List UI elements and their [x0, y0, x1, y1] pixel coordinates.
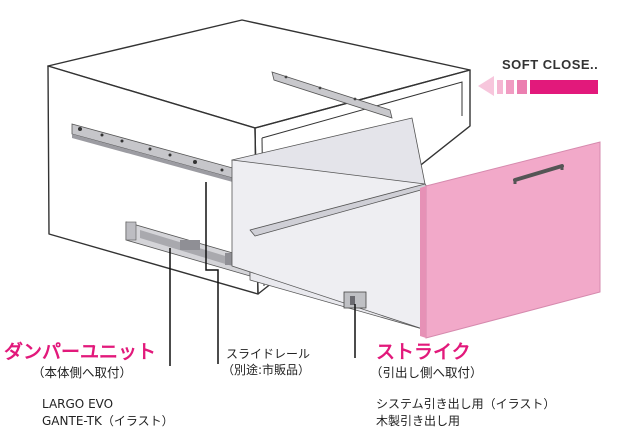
- slide-rail-note: （別途:市販品）: [222, 363, 311, 377]
- damper-unit: [125, 221, 251, 277]
- cabinet-opening: [261, 81, 463, 139]
- upper-rail: [271, 71, 393, 119]
- drawer-front: [420, 141, 601, 339]
- strike-title: ストライク: [376, 341, 471, 363]
- drawer-type-system: システム引き出し用（イラスト）: [376, 397, 556, 411]
- product-variant: GANTE-TK（イラスト）: [42, 414, 174, 428]
- drawer-box: [231, 117, 429, 331]
- damper-unit-title: ダンパーユニット: [4, 341, 157, 363]
- soft-close-arrow: [478, 76, 598, 96]
- strike-note: （引出し側へ取付）: [370, 365, 483, 380]
- drawer-handle: [513, 164, 564, 184]
- leader-lines: [169, 182, 356, 366]
- damper-unit-note: （本体側へ取付）: [32, 365, 133, 380]
- drawer-type-wood: 木製引き出し用: [376, 414, 461, 428]
- soft-close-label: SOFT CLOSE..: [502, 57, 599, 72]
- product-name: LARGO EVO: [42, 397, 114, 411]
- slide-rail-title: スライドレール: [226, 347, 311, 361]
